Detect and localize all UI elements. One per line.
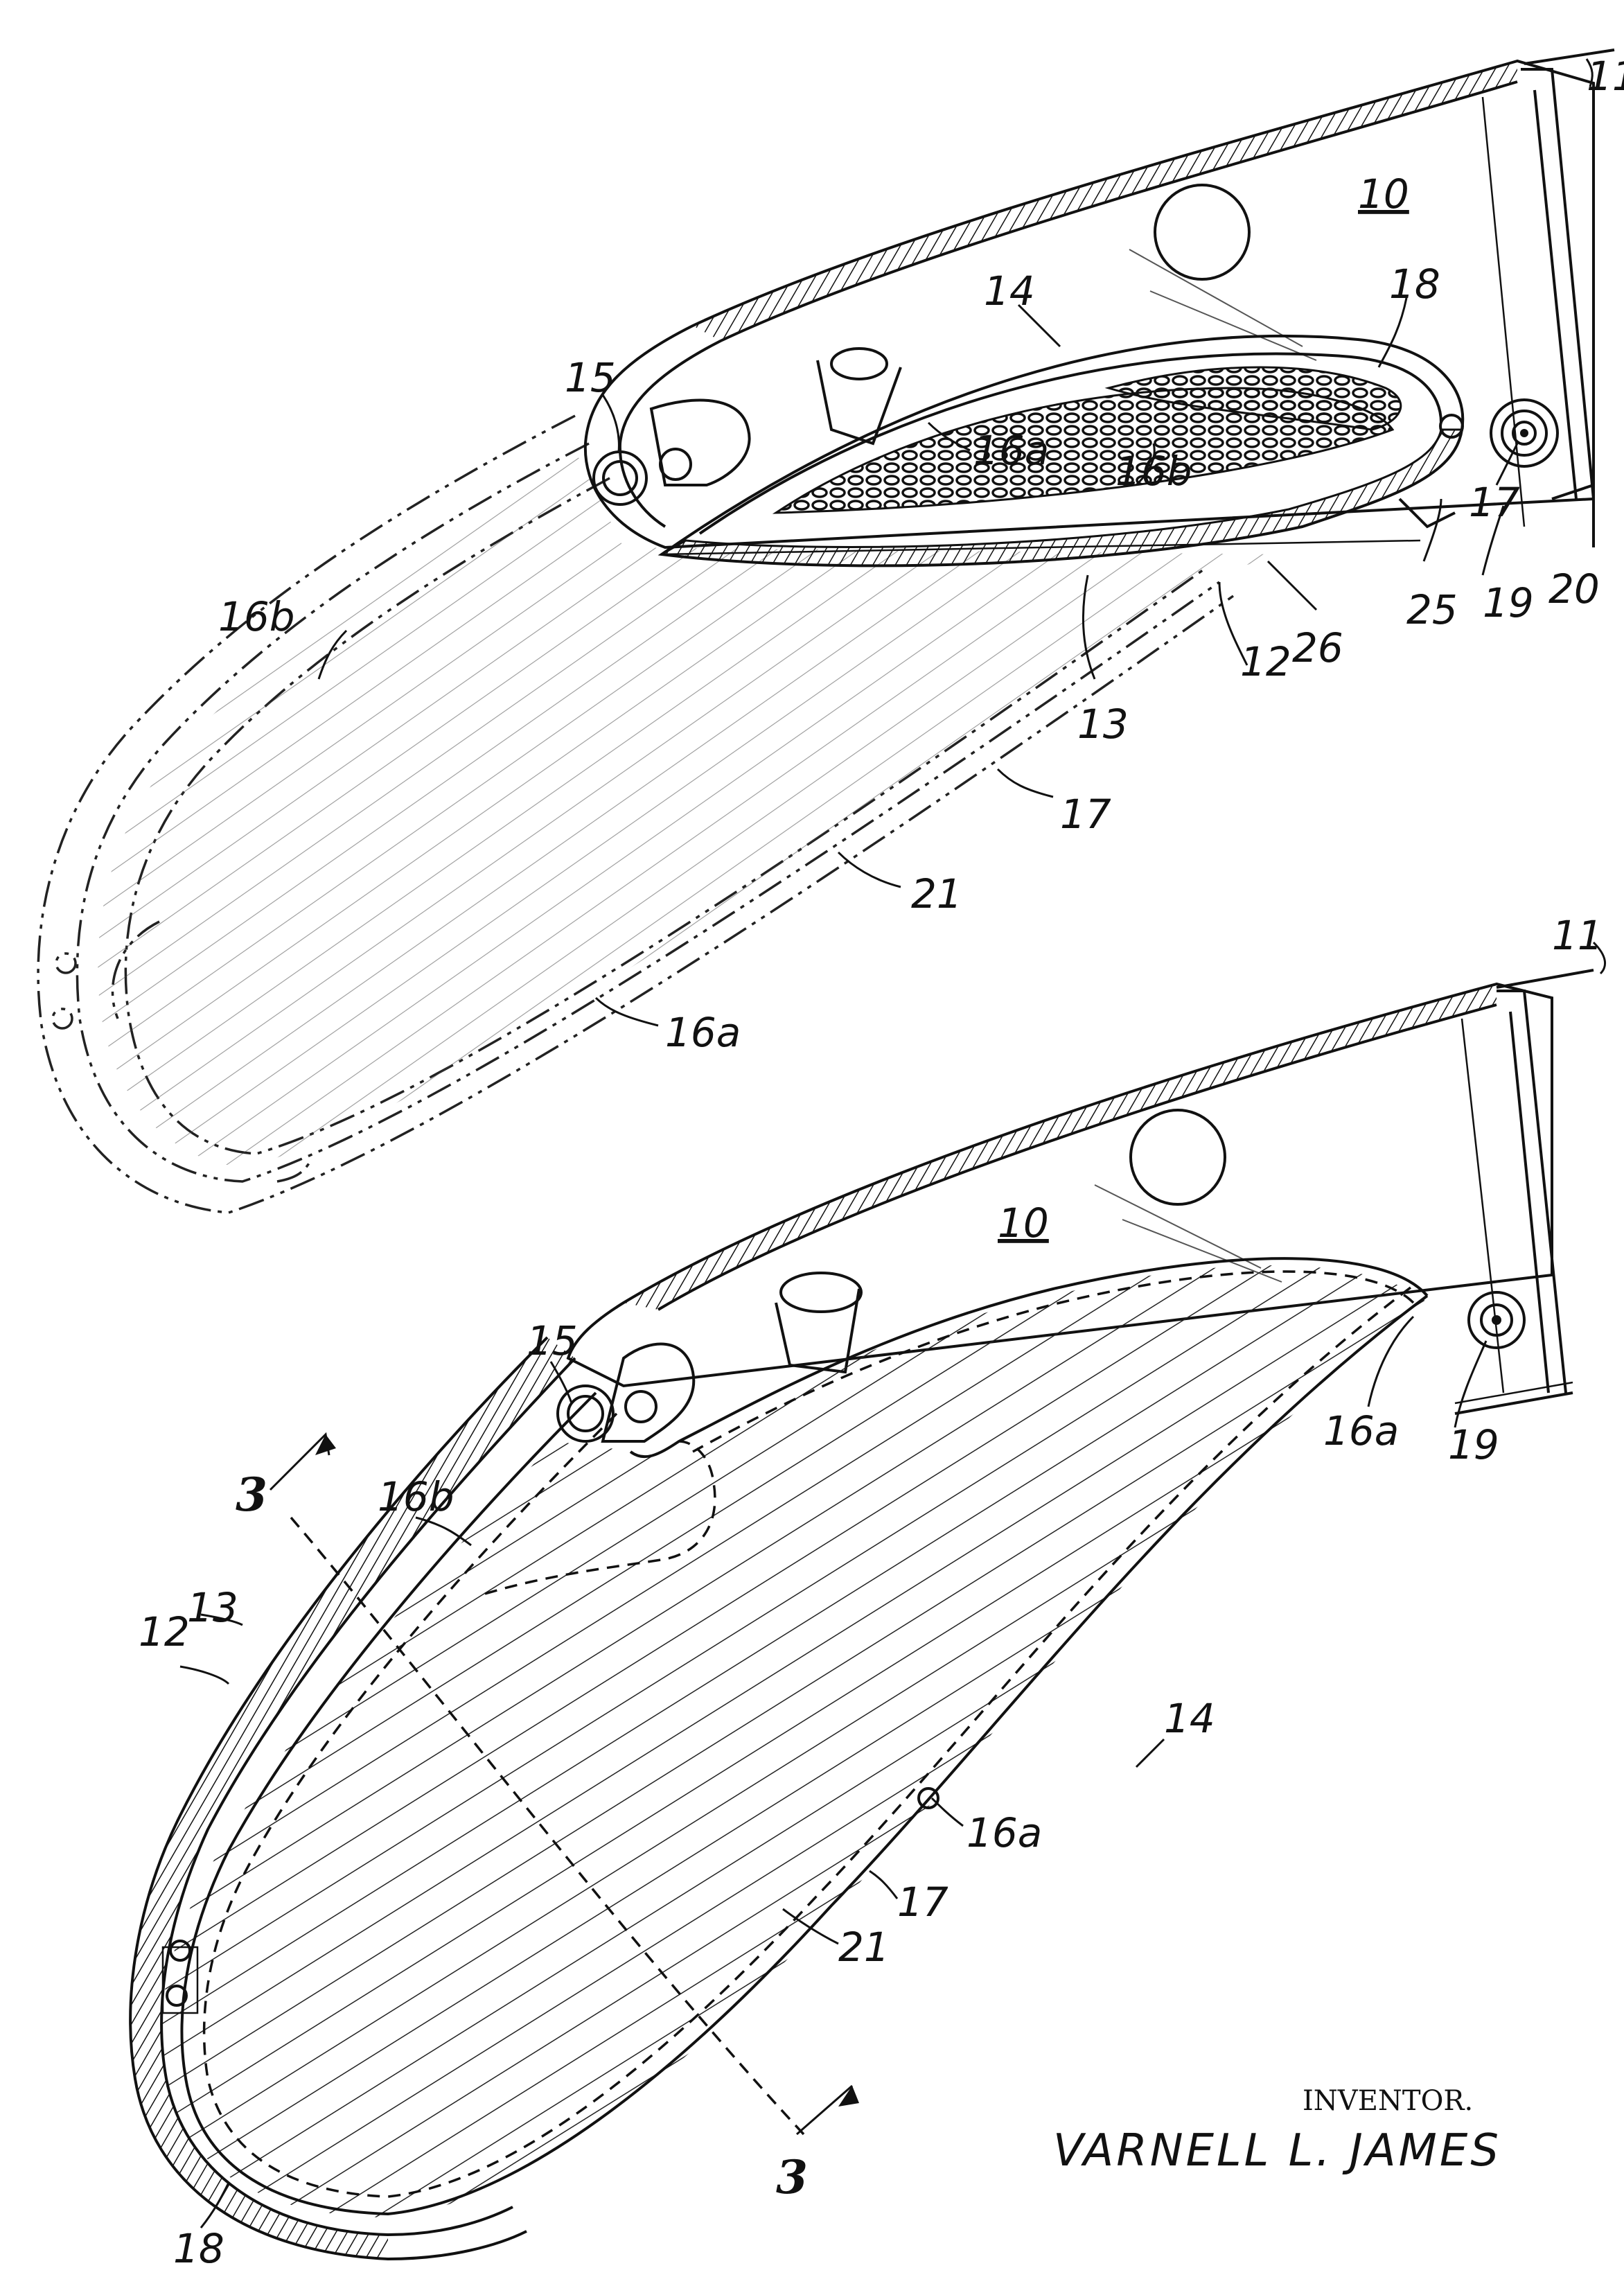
ref-26: 26 (1292, 624, 1343, 671)
section-mark-3-bottom: 3 (776, 2150, 808, 2204)
figure-top: 11 10 14 18 15 16a 16b 17 20 19 25 26 12… (37, 49, 1624, 1214)
inventor-caption: INVENTOR. (1303, 2085, 1473, 2117)
ref-11-bottom: 11 (1552, 912, 1603, 959)
ref-16a-lower: 16a (967, 1809, 1042, 1856)
ref-16a-inner: 16a (973, 427, 1049, 474)
ref-21-bottom: 21 (838, 1924, 890, 1971)
ref-14-top: 14 (984, 267, 1035, 315)
ref-16a-right: 16a (1323, 1407, 1399, 1454)
ref-16b-ghost: 16b (218, 593, 295, 640)
ref-19-bottom: 19 (1448, 1421, 1499, 1468)
ref-16b-bottom: 16b (378, 1473, 454, 1520)
deployed-inflatable-12 (129, 1257, 1429, 2261)
ref-17-bottom: 17 (897, 1879, 948, 1926)
ref-10-bottom: 10 (998, 1199, 1049, 1247)
ref-17-ghost: 17 (1060, 791, 1111, 838)
ref-17-right: 17 (1469, 479, 1520, 526)
ref-13-bottom: 13 (187, 1584, 238, 1631)
ref-25: 25 (1406, 586, 1458, 633)
fixed-housing-10 (583, 49, 1615, 550)
ref-12-bottom: 12 (139, 1608, 190, 1655)
ref-15-bottom: 15 (527, 1317, 578, 1364)
inventor-name: VARNELL L. JAMES (1053, 2125, 1501, 2177)
reference-labels-top: 11 10 14 18 15 16a 16b 17 20 19 25 26 12… (218, 53, 1624, 1056)
ref-20: 20 (1548, 565, 1600, 613)
ref-18-top: 18 (1389, 261, 1440, 308)
ref-12-top: 12 (1240, 638, 1291, 685)
fixed-housing-10-bottom (556, 969, 1594, 1443)
stowed-inflatable-12 (657, 334, 1465, 568)
deployed-phantom-outline (37, 414, 1282, 1214)
ref-19-top: 19 (1483, 579, 1534, 626)
reference-labels-bottom: 11 10 15 16b 16a 19 12 13 14 16a 17 21 1… (139, 912, 1603, 2272)
ref-21-top: 21 (911, 870, 962, 917)
ref-10-top: 10 (1358, 170, 1409, 218)
ref-11-top: 11 (1587, 53, 1624, 100)
ref-16a-ghost: 16a (665, 1009, 741, 1056)
section-mark-3-top: 3 (236, 1468, 267, 1522)
ref-16b-inner: 16b (1115, 448, 1192, 495)
inventor-block: INVENTOR. VARNELL L. JAMES (1053, 2085, 1501, 2177)
leaders-bottom (179, 941, 1607, 2228)
ref-15-top: 15 (565, 354, 616, 401)
ref-18-bottom: 18 (173, 2225, 224, 2272)
ref-14-bottom: 14 (1164, 1695, 1215, 1742)
leaders-top (317, 58, 1594, 1027)
figure-bottom: 11 10 15 16b 16a 19 12 13 14 16a 17 21 1… (129, 912, 1607, 2272)
ref-13-top: 13 (1077, 701, 1129, 748)
